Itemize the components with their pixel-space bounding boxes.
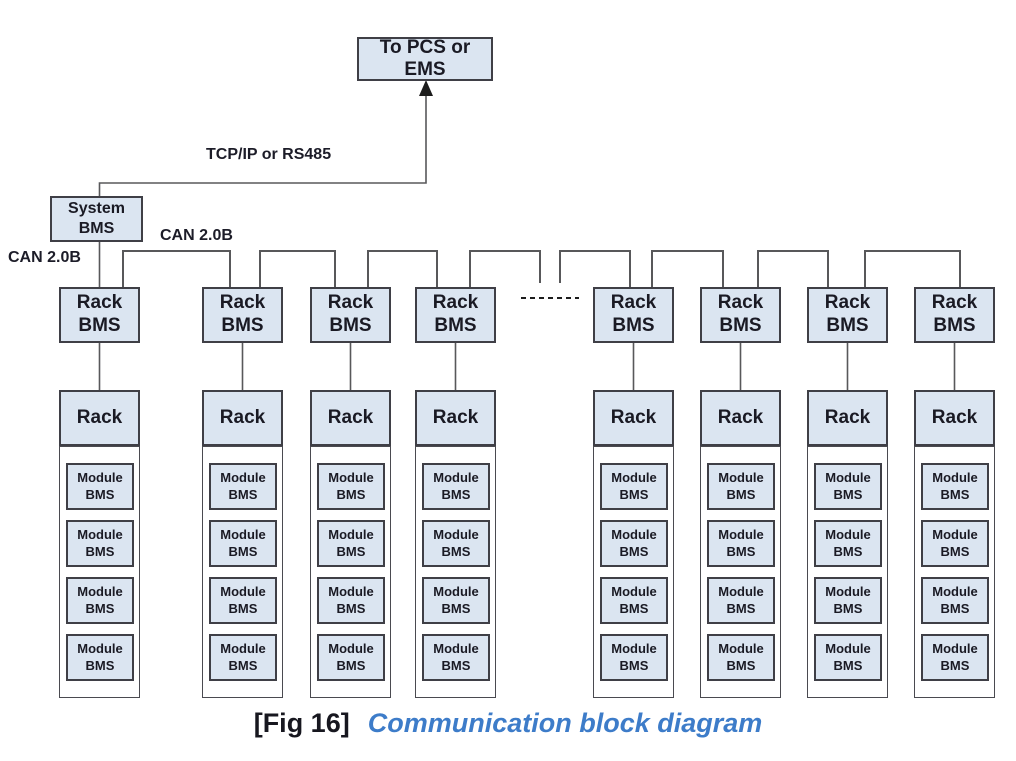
rack-column: Rack BMS Rack Module BMS Module BMS Modu… [914, 287, 995, 699]
node-module-bms: Module BMS [317, 577, 385, 624]
node-module-bms: Module BMS [600, 463, 668, 510]
label-can-drop: CAN 2.0B [8, 249, 81, 266]
can-bus-segment-6 [651, 250, 724, 287]
node-rack-bms: Rack BMS [700, 287, 781, 343]
node-rack: Rack [593, 390, 674, 446]
node-module-bms: Module BMS [600, 520, 668, 567]
rack-enclosure: Module BMS Module BMS Module BMS Module … [593, 446, 674, 698]
node-module-bms: Module BMS [209, 634, 277, 681]
node-module-bms: Module BMS [921, 577, 989, 624]
node-module-bms: Module BMS [707, 463, 775, 510]
node-module-bms: Module BMS [921, 463, 989, 510]
rack-column: Rack BMS Rack Module BMS Module BMS Modu… [593, 287, 674, 699]
rack-enclosure: Module BMS Module BMS Module BMS Module … [807, 446, 888, 698]
rack-enclosure: Module BMS Module BMS Module BMS Module … [415, 446, 496, 698]
node-rack: Rack [807, 390, 888, 446]
can-bus-segment-7 [757, 250, 829, 287]
node-rack-bms: Rack BMS [59, 287, 140, 343]
node-module-bms: Module BMS [422, 634, 490, 681]
node-rack: Rack [59, 390, 140, 446]
figure-caption-title: Communication block diagram [367, 708, 763, 738]
node-module-bms: Module BMS [600, 634, 668, 681]
rack-column: Rack BMS Rack Module BMS Module BMS Modu… [415, 287, 496, 699]
node-module-bms: Module BMS [317, 463, 385, 510]
node-module-bms: Module BMS [707, 520, 775, 567]
can-bus-segment-3 [367, 250, 438, 287]
figure-caption-tag: [Fig 16] [253, 708, 350, 738]
rack-enclosure: Module BMS Module BMS Module BMS Module … [202, 446, 283, 698]
tcp-ip-link-line [98, 94, 427, 196]
node-rack: Rack [914, 390, 995, 446]
node-module-bms: Module BMS [209, 577, 277, 624]
node-module-bms: Module BMS [814, 577, 882, 624]
rack-enclosure: Module BMS Module BMS Module BMS Module … [700, 446, 781, 698]
rack-enclosure: Module BMS Module BMS Module BMS Module … [310, 446, 391, 698]
node-module-bms: Module BMS [921, 520, 989, 567]
rack-enclosure: Module BMS Module BMS Module BMS Module … [59, 446, 140, 698]
node-module-bms: Module BMS [600, 577, 668, 624]
node-module-bms: Module BMS [317, 634, 385, 681]
figure-caption: [Fig 16] Communication block diagram [0, 708, 1016, 739]
rack-enclosure: Module BMS Module BMS Module BMS Module … [914, 446, 995, 698]
rack-column: Rack BMS Rack Module BMS Module BMS Modu… [310, 287, 391, 699]
rack-column: Rack BMS Rack Module BMS Module BMS Modu… [202, 287, 283, 699]
node-module-bms: Module BMS [707, 634, 775, 681]
up-arrowhead [419, 80, 433, 96]
node-module-bms: Module BMS [422, 577, 490, 624]
node-module-bms: Module BMS [707, 577, 775, 624]
node-module-bms: Module BMS [209, 520, 277, 567]
node-module-bms: Module BMS [66, 520, 134, 567]
node-rack-bms: Rack BMS [310, 287, 391, 343]
can-bus-segment-5-open [559, 250, 631, 287]
node-module-bms: Module BMS [814, 520, 882, 567]
node-module-bms: Module BMS [66, 463, 134, 510]
node-system-bms: System BMS [50, 196, 143, 242]
node-module-bms: Module BMS [921, 634, 989, 681]
node-rack: Rack [202, 390, 283, 446]
node-to-pcs-or-ems: To PCS or EMS [357, 37, 493, 81]
node-rack-bms: Rack BMS [807, 287, 888, 343]
node-module-bms: Module BMS [317, 520, 385, 567]
rack-column: Rack BMS Rack Module BMS Module BMS Modu… [807, 287, 888, 699]
node-module-bms: Module BMS [814, 634, 882, 681]
node-module-bms: Module BMS [209, 463, 277, 510]
node-rack: Rack [700, 390, 781, 446]
can-bus-segment-2 [259, 250, 336, 287]
node-rack-bms: Rack BMS [593, 287, 674, 343]
node-module-bms: Module BMS [66, 634, 134, 681]
node-module-bms: Module BMS [814, 463, 882, 510]
node-rack-bms: Rack BMS [202, 287, 283, 343]
node-rack-bms: Rack BMS [415, 287, 496, 343]
can-bus-segment-4-open [469, 250, 541, 287]
node-module-bms: Module BMS [66, 577, 134, 624]
node-module-bms: Module BMS [422, 463, 490, 510]
node-rack: Rack [415, 390, 496, 446]
node-rack-bms: Rack BMS [914, 287, 995, 343]
node-rack: Rack [310, 390, 391, 446]
can-bus-segment-1 [122, 250, 231, 287]
can-bus-segment-8 [864, 250, 961, 287]
rack-column: Rack BMS Rack Module BMS Module BMS Modu… [59, 287, 140, 699]
label-can-bus: CAN 2.0B [160, 227, 233, 244]
label-tcp-ip-or-rs485: TCP/IP or RS485 [206, 146, 332, 163]
rack-column: Rack BMS Rack Module BMS Module BMS Modu… [700, 287, 781, 699]
node-module-bms: Module BMS [422, 520, 490, 567]
